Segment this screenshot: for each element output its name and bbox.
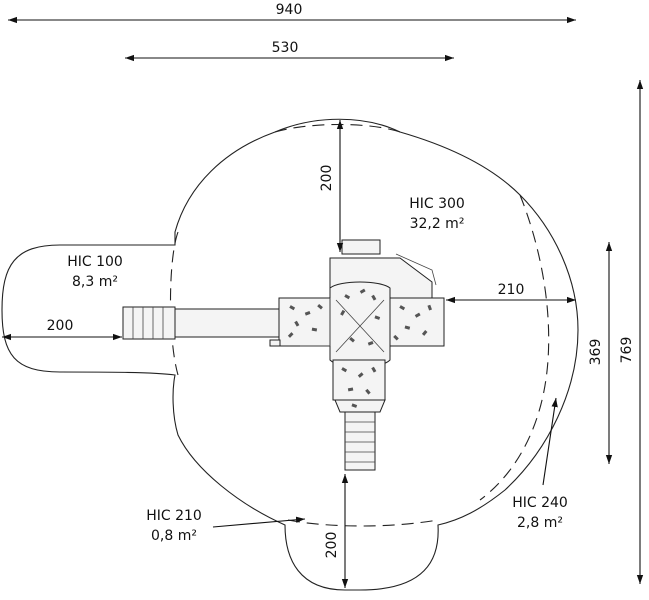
- hic-300-label: HIC 300: [409, 196, 465, 212]
- dim-total-height: 769: [619, 337, 635, 364]
- safety-zone-outline: [1, 118, 579, 591]
- hic-240-label: HIC 240: [512, 495, 568, 511]
- ladder-south: [344, 411, 376, 471]
- hic-210-pointer: [212, 516, 306, 528]
- central-tower: [269, 239, 445, 413]
- hic-210-area: 0,8 m²: [151, 528, 197, 544]
- dim-inner-height: 369: [588, 339, 604, 366]
- hic-100-boundary: [169, 231, 179, 376]
- dim-top-margin: 200: [319, 165, 335, 192]
- hic-240-pointer: [542, 397, 558, 486]
- hic-100-area: 8,3 m²: [72, 274, 118, 290]
- dim-bottom-margin: 200: [324, 532, 340, 559]
- dim-total-width: 940: [276, 2, 303, 18]
- hic-210-label: HIC 210: [146, 508, 202, 524]
- hic-300-area: 32,2 m²: [410, 216, 465, 232]
- hic-240-area: 2,8 m²: [517, 515, 563, 531]
- hic-210-boundary: [287, 519, 439, 527]
- slide-west: [122, 306, 281, 340]
- dim-tower-width: 530: [272, 40, 299, 56]
- dim-right-margin: 210: [498, 282, 525, 298]
- dim-left-margin: 200: [47, 318, 74, 334]
- hic-240-boundary: [479, 194, 550, 501]
- hic-100-label: HIC 100: [67, 254, 123, 270]
